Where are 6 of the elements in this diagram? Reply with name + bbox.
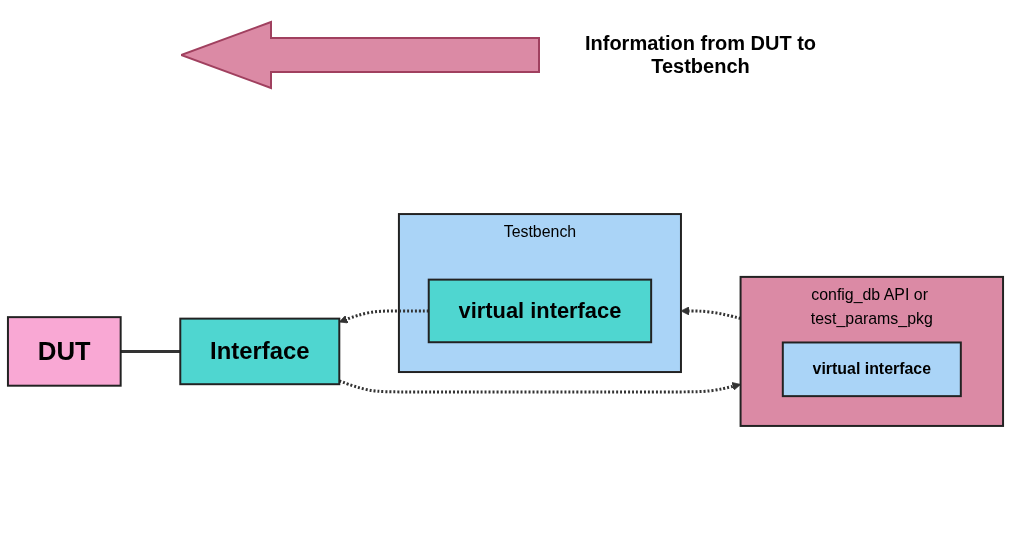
node-box: DUT [6,316,122,387]
node-box: Interface [179,317,341,386]
node-box: virtual interface [427,278,653,344]
node-box: virtual interface [781,341,962,398]
connector [120,349,181,353]
flow-caption: Information from DUT to Testbench [583,32,818,78]
